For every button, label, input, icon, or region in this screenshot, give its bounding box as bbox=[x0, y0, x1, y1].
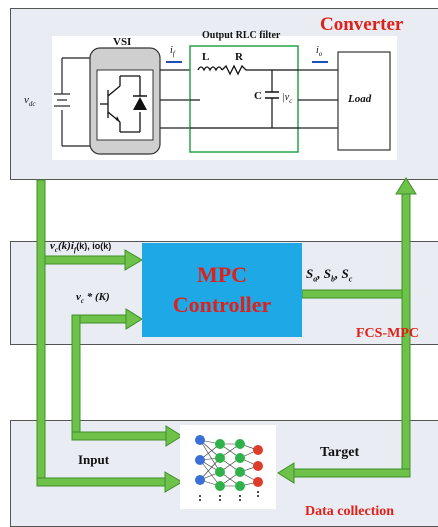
reference-label: vc * (K) bbox=[76, 291, 110, 306]
rlc-filter-box bbox=[189, 45, 299, 153]
data-collection-label: Data collection bbox=[305, 504, 395, 519]
sa-sub: a bbox=[313, 274, 318, 284]
sb-symbol: S bbox=[323, 266, 331, 281]
igbt-symbol bbox=[100, 75, 141, 133]
mpc-controller-box: MPC Controller bbox=[142, 243, 302, 337]
io-label: io bbox=[316, 45, 322, 58]
arrow-to-mpc-ref bbox=[125, 308, 143, 330]
arrow-ref-to-nn bbox=[165, 425, 183, 447]
sc-sub: c bbox=[348, 274, 353, 284]
load-label: Load bbox=[348, 93, 372, 105]
vc-k-symbol: v bbox=[50, 240, 55, 252]
vc-symbol: v bbox=[284, 92, 290, 103]
vdc-subscript: dc bbox=[28, 100, 36, 109]
vsi-label: VSI bbox=[113, 36, 132, 48]
diode-symbol bbox=[133, 97, 147, 110]
target-label: Target bbox=[320, 445, 360, 460]
mpc-title-line2: Controller bbox=[172, 292, 272, 317]
ref-symbol: v bbox=[76, 291, 81, 303]
load-box bbox=[337, 51, 391, 151]
if-label: if bbox=[170, 45, 175, 58]
if-symbol: i bbox=[170, 45, 173, 56]
vdc-symbol: v bbox=[24, 94, 29, 106]
fcs-mpc-label: FCS-MPC bbox=[356, 326, 419, 341]
ref-rest: * (K) bbox=[84, 291, 110, 303]
sb-sub: b bbox=[330, 274, 335, 284]
input-label: Input bbox=[78, 452, 110, 467]
filter-label: Output RLC filter bbox=[202, 30, 281, 41]
arrow-target-to-nn bbox=[277, 462, 295, 484]
dc-source bbox=[54, 57, 90, 147]
inputs-mid: (k)i bbox=[58, 240, 74, 252]
converter-title: Converter bbox=[320, 14, 404, 35]
nn-nodes bbox=[195, 435, 263, 491]
switching-signals-label: Sa, Sb, Sc bbox=[306, 266, 353, 284]
feedback-trunk bbox=[36, 179, 46, 486]
vc-label: |vc bbox=[282, 92, 293, 105]
arrow-to-converter bbox=[395, 177, 417, 195]
sa-symbol: S bbox=[306, 266, 314, 281]
capacitor-label: C bbox=[254, 90, 262, 102]
inductor-label: L bbox=[202, 51, 210, 63]
if-subscript: f bbox=[172, 50, 175, 58]
io-subscript: o bbox=[318, 50, 323, 58]
mpc-inputs-label: vc(k)if(k), io(k) bbox=[50, 240, 112, 255]
vc-subscript: c bbox=[289, 97, 293, 105]
arrow-to-mpc-top bbox=[124, 249, 143, 271]
vdc-label: vdc bbox=[24, 94, 36, 108]
sc-symbol: S bbox=[341, 266, 349, 281]
arrow-input-to-nn bbox=[164, 471, 183, 493]
resistor-label: R bbox=[235, 51, 243, 63]
inputs-tail: (k), io(k) bbox=[76, 241, 112, 251]
mpc-title-line1: MPC bbox=[196, 262, 248, 287]
io-symbol: i bbox=[316, 45, 319, 56]
